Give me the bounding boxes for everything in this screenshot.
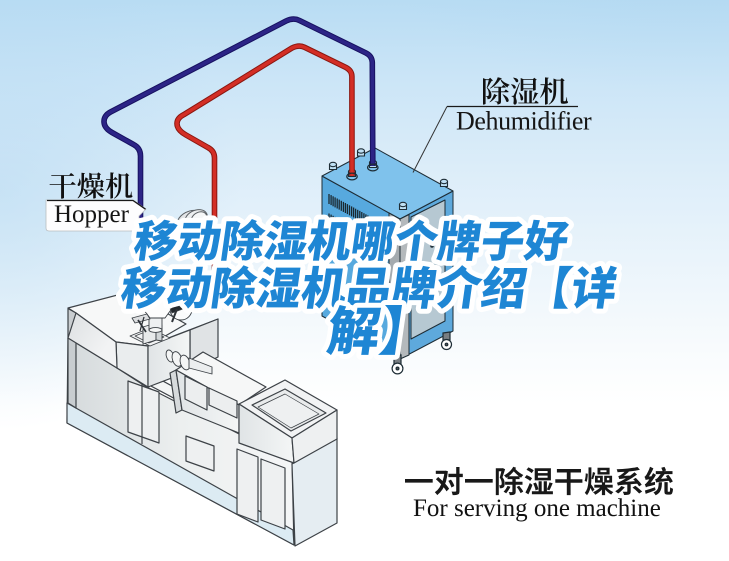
svg-text:Dehumidifier: Dehumidifier <box>456 107 592 136</box>
svg-text:Hopper: Hopper <box>54 201 130 228</box>
svg-text:For serving one machine: For serving one machine <box>413 495 661 522</box>
